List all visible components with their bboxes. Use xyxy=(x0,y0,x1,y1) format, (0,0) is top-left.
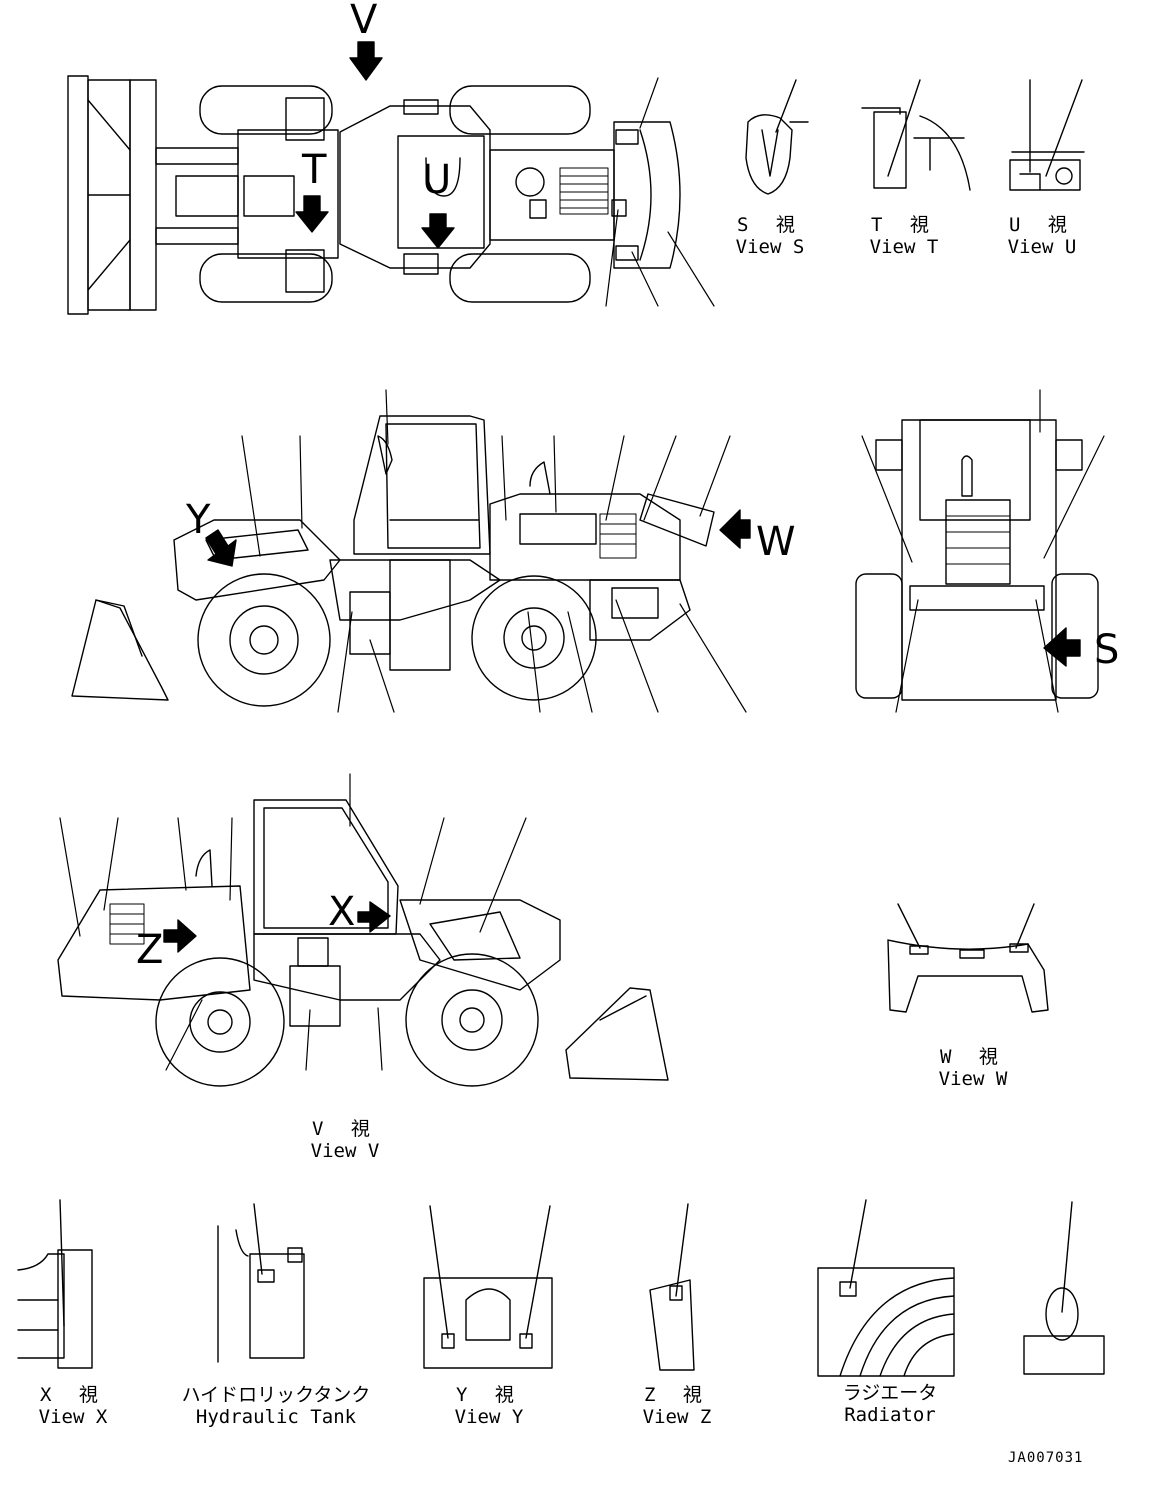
caption-view-t-jp: T 視 xyxy=(871,214,937,236)
caption-view-t: T 視 View T xyxy=(862,214,946,258)
leader-lines-side xyxy=(241,389,747,713)
arrow-y-icon xyxy=(205,529,237,567)
view-arrows-side xyxy=(205,509,751,567)
caption-radiator-jp: ラジエータ xyxy=(842,1382,938,1404)
caption-hydraulic-tank: ハイドロリックタンク Hydraulic Tank xyxy=(176,1384,376,1428)
caption-view-w-jp: W 視 xyxy=(940,1046,1006,1068)
caption-view-w: W 視 View W xyxy=(928,1046,1018,1090)
caption-view-x-en: View X xyxy=(38,1406,108,1428)
arrow-w-icon xyxy=(719,509,751,549)
caption-view-v-jp: V 視 xyxy=(312,1118,378,1140)
arrow-v-icon xyxy=(349,41,383,81)
detail-hydraulic-tank xyxy=(217,1203,305,1363)
caption-view-u-en: View U xyxy=(1007,236,1077,258)
detail-view-x xyxy=(17,1199,93,1369)
caption-view-z: Z 視 View Z xyxy=(632,1384,722,1428)
arrow-letter-x: X xyxy=(328,889,356,935)
detail-view-u xyxy=(1009,79,1085,191)
arrow-x-icon xyxy=(357,901,391,933)
caption-view-s-en: View S xyxy=(735,236,805,258)
caption-view-y-jp: Y 視 xyxy=(456,1384,522,1406)
caption-view-z-jp: Z 視 xyxy=(644,1384,710,1406)
arrow-z-icon xyxy=(163,919,197,953)
detail-tag xyxy=(1023,1201,1105,1375)
arrow-letter-y: Y xyxy=(186,497,211,543)
caption-radiator-en: Radiator xyxy=(844,1404,936,1426)
arrow-letter-s: S xyxy=(1094,627,1120,673)
detail-view-z xyxy=(649,1203,695,1371)
leader-lines-view-v xyxy=(59,773,527,1071)
caption-view-u: U 視 View U xyxy=(1000,214,1084,258)
arrow-u-icon xyxy=(421,213,455,249)
arrow-letter-z: Z xyxy=(136,927,164,973)
side-view-right xyxy=(57,799,669,1087)
caption-hydraulic-tank-en: Hydraulic Tank xyxy=(195,1406,357,1428)
detail-view-t xyxy=(861,79,971,191)
top-view-loader xyxy=(67,75,681,315)
arrow-letter-w: W xyxy=(756,519,796,565)
caption-hydraulic-tank-jp: ハイドロリックタンク xyxy=(181,1384,371,1406)
arrow-letter-u: U xyxy=(422,157,452,203)
caption-view-v: V 視 View V xyxy=(300,1118,390,1162)
caption-view-t-en: View T xyxy=(869,236,939,258)
caption-view-s: S 視 View S xyxy=(728,214,812,258)
caption-view-w-en: View W xyxy=(938,1068,1008,1090)
leader-lines-rear xyxy=(861,389,1105,713)
caption-view-y-en: View Y xyxy=(454,1406,524,1428)
side-view-left xyxy=(71,415,715,707)
caption-view-u-jp: U 視 xyxy=(1009,214,1075,236)
caption-view-y: Y 視 View Y xyxy=(444,1384,534,1428)
detail-view-w xyxy=(887,903,1049,1013)
detail-view-s xyxy=(745,79,809,195)
arrow-t-icon xyxy=(295,195,329,233)
detail-radiator xyxy=(817,1199,955,1377)
leader-lines-top xyxy=(605,77,715,307)
caption-view-x-jp: X 視 xyxy=(40,1384,106,1406)
arrow-letter-t: T xyxy=(302,147,327,193)
caption-view-x: X 視 View X xyxy=(28,1384,118,1428)
caption-view-z-en: View Z xyxy=(642,1406,712,1428)
caption-view-s-jp: S 視 xyxy=(737,214,803,236)
detail-view-y xyxy=(423,1205,553,1369)
arrow-s-icon xyxy=(1043,627,1081,667)
caption-radiator: ラジエータ Radiator xyxy=(830,1382,950,1426)
view-arrows-top xyxy=(295,41,455,249)
caption-view-v-en: View V xyxy=(310,1140,380,1162)
drawing-code: JA007031 xyxy=(1008,1450,1084,1466)
rear-view xyxy=(855,419,1099,701)
arrow-letter-v: V xyxy=(350,0,378,43)
view-arrows-view-v xyxy=(163,901,391,953)
view-arrows-rear xyxy=(1043,627,1081,667)
